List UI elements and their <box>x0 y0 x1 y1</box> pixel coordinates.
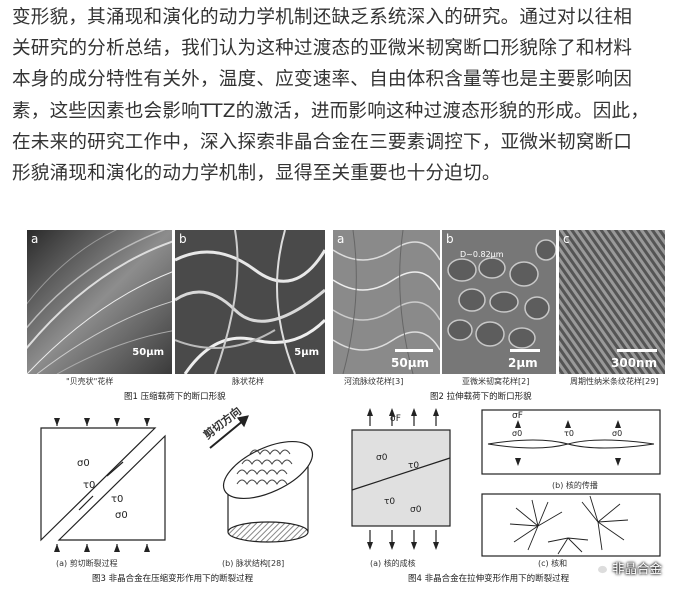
shell-pattern-image <box>27 230 172 374</box>
scale-bar <box>510 349 540 352</box>
dimple-pattern-image <box>442 230 556 374</box>
sigma-f-label: σF <box>512 411 523 421</box>
propagation-diagram: σF σ0 τ0 σ0 <box>481 409 661 475</box>
panel-letter: a <box>337 232 345 246</box>
tau-label: τ0 <box>408 461 419 471</box>
nucleation-diagram: σF σ0 τ0 τ0 σ0 <box>351 408 451 550</box>
nuclei-burst-diagram <box>481 493 661 557</box>
river-pattern-image <box>333 230 440 374</box>
sigma-label: σ0 <box>612 429 622 438</box>
paragraph-line: 素，这些因素也会影响TTZ的激活，进而影响这种过渡态形貌的形成。因此， <box>12 100 650 122</box>
tau-label: τ0 <box>564 429 574 438</box>
sigma-label: σ0 <box>77 458 90 469</box>
paragraph-line: 关研究的分析总结，我们认为这种过渡态的亚微米韧窝断口形貌除了和材料 <box>12 38 633 60</box>
fig4-caption-c: (c) 核和 <box>538 559 568 568</box>
watermark: 非晶合金 <box>592 558 662 577</box>
scale-label: 50μm <box>132 347 164 358</box>
panel-letter: b <box>446 232 454 246</box>
fig1-panel-a: a 50μm <box>27 230 172 374</box>
scale-label: 300nm <box>611 356 658 370</box>
fig1-caption-b: 脉状花样 <box>232 377 264 386</box>
paragraph-line: 形貌涌现和演化的动力学机制，显得至关重要也十分迫切。 <box>12 163 501 185</box>
figure-composite: a 50μm b 5μm "贝壳状"花样 脉状花样 图1 压缩载荷下的断口形貌 … <box>22 224 670 586</box>
scale-bar <box>395 349 433 352</box>
panel-letter: c <box>563 232 570 246</box>
panel-letter: a <box>31 232 39 246</box>
fig3-title: 图3 非晶合金在压缩变形作用下的断裂过程 <box>92 574 254 584</box>
fig4-panel-a: σF σ0 τ0 τ0 σ0 <box>340 406 462 556</box>
fig1-caption-a: "贝壳状"花样 <box>66 377 114 386</box>
paragraph-line: 变形貌，其涌现和演化的动力学机制还缺乏系统深入的研究。通过对以往相 <box>12 7 633 28</box>
fig4-caption-b: (b) 核的传播 <box>552 481 598 490</box>
scale-label: 5μm <box>294 347 319 358</box>
fig2-panel-c: c 300nm <box>559 230 665 374</box>
watermark-text: 非晶合金 <box>611 561 662 576</box>
paragraph-line: 在未来的研究工作中，深入探索非晶合金在三要素调控下，亚微米韧窝断口 <box>12 131 633 153</box>
fig1-title: 图1 压缩载荷下的断口形貌 <box>124 392 226 402</box>
fig3-caption-a: (a) 剪切断裂过程 <box>56 559 118 568</box>
fig3-caption-b: (b) 脉状结构[28] <box>222 559 285 568</box>
scale-label: 2μm <box>508 356 538 370</box>
fig3-panel-a: σ0 τ0 τ0 σ0 <box>27 406 182 556</box>
scale-label: 50μm <box>391 356 430 370</box>
fig2-panel-b: b D~0.82μm 2μm <box>442 230 556 374</box>
tau-label: τ0 <box>384 497 395 507</box>
fig4-panel-b: σF σ0 τ0 σ0 <box>478 406 664 478</box>
sigma-label: σ0 <box>410 505 422 515</box>
fig3-panel-b: 剪切方向 <box>192 406 332 556</box>
sigma-label: σ0 <box>512 429 522 438</box>
wechat-icon <box>592 562 607 573</box>
vein-structure-diagram <box>209 415 314 543</box>
dimple-size-annotation: D~0.82μm <box>460 250 504 259</box>
sigma-f-label: σF <box>390 414 401 424</box>
tau-label: τ0 <box>111 494 123 505</box>
paragraph-line: 本身的成分特性有关外，温度、应变速率、自由体积含量等也是主要影响因 <box>12 69 633 91</box>
fig2-caption-a: 河流脉纹花样[3] <box>344 377 404 386</box>
fig4-title: 图4 非晶合金在拉伸变形作用下的断裂过程 <box>408 574 570 584</box>
fig2-caption-c: 周期性纳米条纹花样[29] <box>570 377 659 386</box>
tau-label: τ0 <box>83 480 95 491</box>
fig2-title: 图2 拉伸载荷下的断口形貌 <box>430 392 532 402</box>
fig4-panel-c <box>478 492 664 558</box>
vein-pattern-image <box>175 230 325 374</box>
fig2-panel-a: a 50μm <box>333 230 440 374</box>
sigma-label: σ0 <box>376 453 388 463</box>
fig2-caption-b: 亚微米韧窝花样[2] <box>462 377 530 386</box>
scale-bar <box>617 349 657 352</box>
fig1-panel-b: b 5μm <box>175 230 325 374</box>
sigma-label: σ0 <box>115 510 128 521</box>
panel-letter: b <box>179 232 187 246</box>
nano-stripe-image <box>559 230 665 374</box>
fig4-caption-a: (a) 核的成核 <box>370 559 416 568</box>
shear-fracture-diagram: σ0 τ0 τ0 σ0 <box>40 418 166 552</box>
article-paragraph: 变形貌，其涌现和演化的动力学机制还缺乏系统深入的研究。通过对以往相 关研究的分析… <box>12 2 686 189</box>
